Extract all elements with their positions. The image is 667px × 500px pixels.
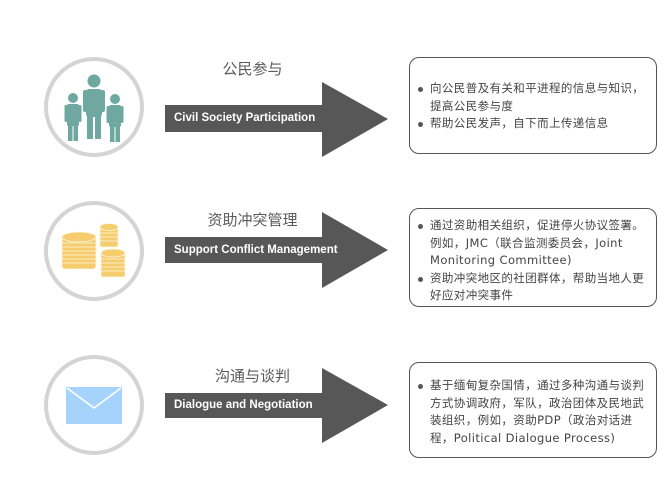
arrow-shape — [165, 212, 388, 288]
bullet-list: 向公民普及有关和平进程的信息与知识，提高公民参与度 帮助公民发声，自下而上传递信… — [410, 80, 656, 133]
envelope-icon — [66, 387, 122, 424]
bullet-item: 通过资助相关组织，促进停火协议签署。例如，JMC（联合监测委员会，Joint M… — [416, 217, 648, 270]
arrow: 资助冲突管理 Support Conflict Management — [165, 211, 390, 288]
row-title-zh: 沟通与谈判 — [214, 367, 290, 385]
description-box: 向公民普及有关和平进程的信息与知识，提高公民参与度 帮助公民发声，自下而上传递信… — [409, 57, 657, 154]
description-box: 通过资助相关组织，促进停火协议签署。例如，JMC（联合监测委员会，Joint M… — [409, 208, 657, 307]
bullet-item: 资助冲突地区的社团群体，帮助当地人更好应对冲突事件 — [416, 270, 648, 305]
row-label-en: Civil Society Participation — [174, 112, 316, 124]
row-title-zh: 资助冲突管理 — [207, 211, 298, 229]
icon-circle — [44, 201, 144, 301]
arrow-shape — [165, 368, 388, 443]
description-box: 基于缅甸复杂国情，通过多种沟通与谈判方式协调政府，军队，政治团体及民地武装组织，… — [409, 362, 657, 458]
icon-circle — [44, 355, 144, 455]
arrow-shape — [165, 82, 388, 157]
bullet-list: 基于缅甸复杂国情，通过多种沟通与谈判方式协调政府，军队，政治团体及民地武装组织，… — [410, 377, 656, 447]
row-title-zh: 公民参与 — [222, 60, 283, 78]
bullet-item: 帮助公民发声，自下而上传递信息 — [416, 115, 648, 133]
arrow: 沟通与谈判 Dialogue and Negotiation — [165, 367, 390, 444]
row-label-en: Support Conflict Management — [174, 244, 338, 256]
bullet-item: 基于缅甸复杂国情，通过多种沟通与谈判方式协调政府，军队，政治团体及民地武装组织，… — [416, 377, 648, 447]
icon-circle — [44, 57, 144, 157]
coins-icon — [61, 223, 126, 278]
bullet-item: 向公民普及有关和平进程的信息与知识，提高公民参与度 — [416, 80, 648, 115]
arrow: 公民参与 Civil Society Participation — [165, 60, 390, 158]
people-icon — [64, 74, 124, 142]
row-label-en: Dialogue and Negotiation — [174, 399, 313, 411]
bullet-list: 通过资助相关组织，促进停火协议签署。例如，JMC（联合监测委员会，Joint M… — [410, 217, 656, 305]
